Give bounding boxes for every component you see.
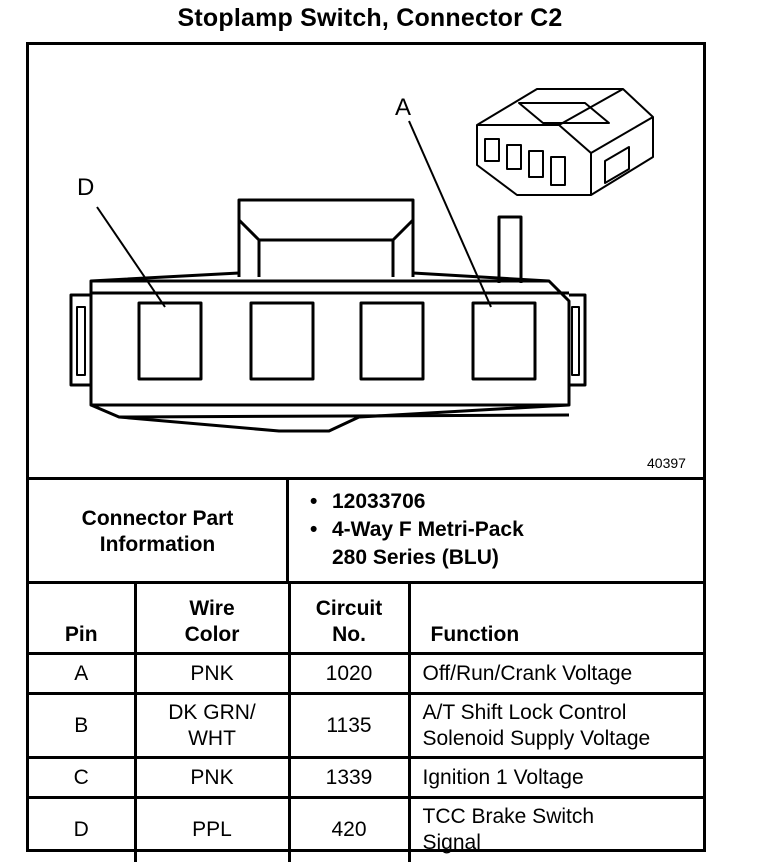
cell-pin: B [29, 692, 137, 759]
pin-table: Pin Wire Color Circuit No. Function A PN… [29, 581, 703, 862]
header-pin: Pin [29, 581, 137, 655]
pin-table-header: Pin Wire Color Circuit No. Function [29, 581, 703, 655]
table-row: D PPL 420 TCC Brake Switch Signal [29, 796, 703, 862]
callout-label-d: D [77, 174, 94, 201]
header-circuit: Circuit No. [287, 581, 411, 655]
cavity-a [471, 301, 537, 381]
connector-thumbnail [476, 88, 654, 196]
connector-latch [237, 198, 415, 277]
cell-function: A/T Shift Lock Control Solenoid Supply V… [407, 692, 703, 759]
cell-wire-color: PNK [133, 756, 291, 799]
callout-label-a: A [395, 94, 411, 121]
header-circuit-line2: No. [332, 623, 366, 646]
cell-function-line1: TCC Brake Switch [422, 805, 595, 829]
cell-wire-color-line2: WHT [188, 726, 236, 750]
cell-function: TCC Brake Switch Signal [407, 796, 703, 862]
connector-part-label: Connector Part Information [29, 480, 289, 584]
cell-function-line2: Solenoid Supply Voltage [422, 726, 651, 750]
header-function: Function [407, 581, 703, 655]
cavity-c [249, 301, 315, 381]
cell-circuit: 1135 [287, 692, 411, 759]
bullet-icon: • [310, 518, 318, 541]
part-number: 12033706 [332, 490, 426, 513]
cell-function-line1: A/T Shift Lock Control [422, 700, 627, 724]
header-wire-color-line1: Wire [189, 597, 235, 620]
bullet-icon: • [310, 490, 318, 513]
connector-part-info: Connector Part Information • 12033706 • … [29, 477, 703, 584]
cell-pin: C [29, 756, 137, 799]
connector-type-line2: 280 Series (BLU) [332, 546, 499, 569]
connector-lock-tab [497, 215, 523, 283]
cell-circuit: 1020 [287, 652, 411, 695]
cell-circuit: 1339 [287, 756, 411, 799]
cell-wire-color: DK GRN/ WHT [133, 692, 291, 759]
connector-drawing: D A [69, 88, 654, 433]
table-row: A PNK 1020 Off/Run/Crank Voltage [29, 652, 703, 695]
callout-leader-d [96, 206, 166, 308]
connector-part-label-line2: Information [99, 533, 216, 556]
cavity-d [137, 301, 203, 381]
cell-function-line2: Signal [422, 831, 481, 855]
figure-number: 40397 [647, 455, 686, 471]
header-circuit-line1: Circuit [315, 597, 383, 620]
cell-pin: D [29, 796, 137, 862]
table-row: B DK GRN/ WHT 1135 A/T Shift Lock Contro… [29, 692, 703, 759]
cell-wire-color: PPL [133, 796, 291, 862]
header-wire-color: Wire Color [133, 581, 291, 655]
connector-type-item: • 4-Way F Metri-Pack 280 Series (BLU) [304, 516, 694, 572]
table-row: C PNK 1339 Ignition 1 Voltage [29, 756, 703, 799]
cavity-b [359, 301, 425, 381]
connector-part-label-line1: Connector Part [81, 507, 234, 530]
connector-diagram: D A 40397 [29, 45, 703, 477]
callout-leader-a [408, 120, 492, 308]
page-title: Stoplamp Switch, Connector C2 [177, 4, 563, 32]
part-number-item: • 12033706 [304, 488, 694, 516]
connector-body [89, 279, 571, 407]
cell-wire-color: PNK [133, 652, 291, 695]
cell-pin: A [29, 652, 137, 695]
header-wire-color-line2: Color [184, 623, 240, 646]
connector-sheet: D A 40397 Connector Part Information • 1… [26, 42, 706, 862]
cell-circuit: 420 [287, 796, 411, 862]
cell-function: Ignition 1 Voltage [407, 756, 703, 799]
cell-wire-color-line1: DK GRN/ [168, 700, 256, 724]
connector-type-line1: 4-Way F Metri-Pack [332, 518, 524, 541]
cell-function: Off/Run/Crank Voltage [407, 652, 703, 695]
connector-part-details: • 12033706 • 4-Way F Metri-Pack 280 Seri… [304, 488, 694, 572]
